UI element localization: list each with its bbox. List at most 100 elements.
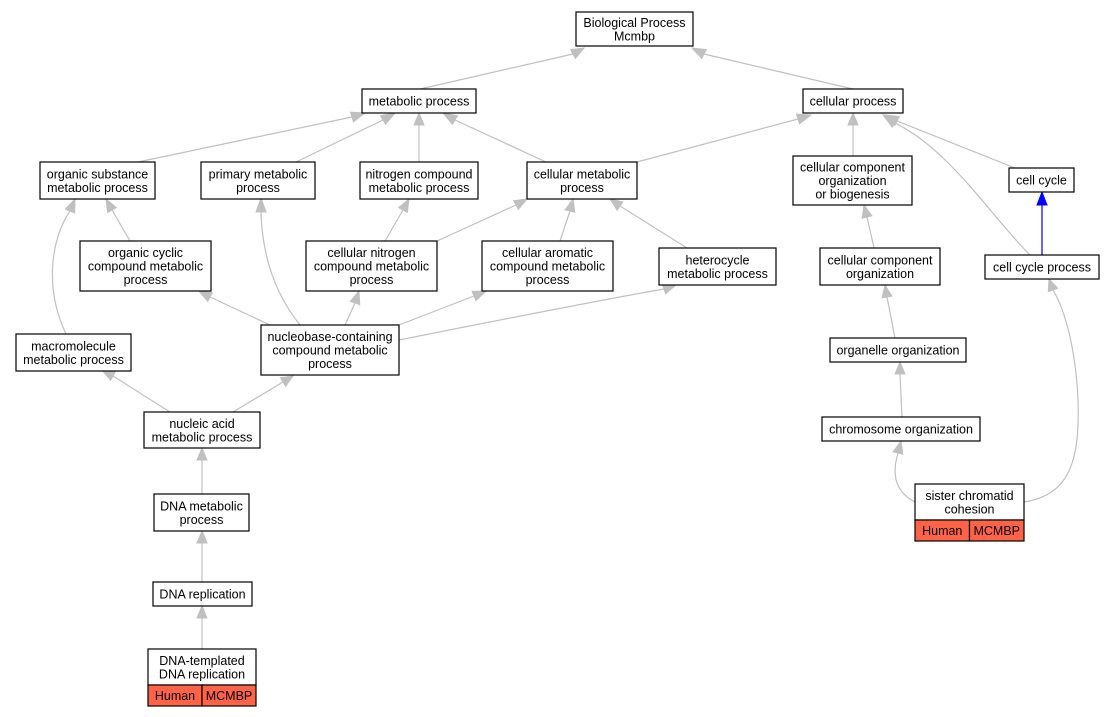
node-chromosome-organization-chromosome[interactable]: chromosome organization [821, 416, 981, 442]
node-label-line: metabolic process [369, 181, 470, 195]
edge-ccp-to-cellcycle [1036, 190, 1048, 255]
node-box [15, 333, 132, 372]
arrowhead [105, 197, 118, 214]
node-label-line: process [526, 273, 570, 287]
arrowhead [1047, 277, 1059, 293]
arrowhead [197, 290, 214, 303]
node-label-line: metabolic process [667, 267, 768, 281]
node-label-line: compound metabolic [88, 260, 203, 274]
edge-line [384, 209, 404, 242]
edge-line [559, 210, 571, 242]
edge-macro-to-orgsub [51, 197, 76, 335]
arrowhead [847, 111, 859, 126]
edge-nucleic-to-nucleobase [232, 375, 295, 413]
node-box [1008, 167, 1075, 193]
tag-mcmbp: MCMBP [206, 689, 253, 703]
node-label-line: nucleobase-containing [267, 330, 392, 344]
node-label-line: chromosome organization [829, 423, 973, 437]
node-box [481, 240, 614, 292]
node-label-line: metabolic process [47, 181, 148, 195]
edge-dnarep-to-dnamet [196, 529, 208, 582]
arrowhead [379, 112, 397, 126]
arrowhead [64, 197, 76, 214]
node-label-line: process [560, 181, 604, 195]
arrowhead [196, 446, 208, 461]
arrowhead [661, 283, 678, 295]
edge-line [398, 288, 665, 341]
edge-nucleobase-to-primary [255, 196, 301, 326]
edge-line [619, 205, 688, 249]
node-box [802, 88, 904, 114]
arrowhead [279, 375, 295, 388]
node-label-line: compound metabolic [490, 260, 605, 274]
node-box [984, 254, 1100, 280]
arrowhead [861, 203, 873, 219]
arrowhead [1036, 190, 1048, 206]
node-box [575, 11, 694, 47]
edge-line [894, 452, 916, 503]
edge-line [636, 118, 799, 163]
arrowhead [608, 198, 624, 211]
node-organelle-organization-organelle[interactable]: organelle organization [829, 337, 967, 363]
edge-nitrogen-to-metabolic [413, 111, 425, 162]
node-cellular-process-cellular[interactable]: cellular process [802, 88, 904, 114]
node-cell-cycle-process-ccp[interactable]: cell cycle process [984, 254, 1100, 280]
node-cell-cycle-cellcycle[interactable]: cell cycle [1008, 167, 1075, 193]
edge-line [209, 296, 271, 326]
edge-hetero-to-cellmet [608, 198, 688, 249]
node-label-line: DNA-templated [159, 654, 244, 668]
node-box [147, 648, 257, 686]
arrowhead [196, 604, 208, 619]
node-label-line: organic cyclic [108, 246, 183, 260]
node-label-line: cell cycle process [993, 261, 1091, 275]
tag-mcmbp: MCMBP [973, 524, 1020, 538]
node-label-line: sister chromatid [925, 489, 1013, 503]
node-label-line: metabolic process [152, 430, 253, 444]
edge-ccp-to-cellular [881, 114, 1031, 256]
edge-line [454, 119, 547, 163]
node-label-line: process [236, 181, 280, 195]
edge-dnatemp-to-dnarep [196, 604, 208, 649]
arrowhead [564, 197, 576, 213]
node-label-line: cohesion [944, 502, 994, 516]
node-label-line: process [350, 273, 394, 287]
node-metabolic-process-metabolic[interactable]: metabolic process [361, 88, 477, 114]
node-dna-replication-dnarep[interactable]: DNA replication [152, 581, 253, 607]
edge-line [232, 381, 284, 413]
node-label-line: process [180, 513, 224, 527]
node-label-line: compound metabolic [314, 260, 429, 274]
edge-cellmet-to-metabolic [441, 112, 547, 163]
edge-orgcyclic-to-orgsub [105, 197, 131, 242]
node-label-line: compound metabolic [272, 344, 387, 358]
node-box [829, 337, 967, 363]
edge-primary-to-metabolic [295, 112, 397, 163]
node-box [359, 161, 479, 200]
node-label-line: cellular metabolic [534, 167, 631, 181]
edge-line [112, 375, 171, 413]
tag-cell [968, 519, 1025, 542]
edge-line [899, 373, 903, 418]
edge-sister-to-chromosome [892, 439, 916, 503]
node-box [819, 247, 941, 286]
node-label-line: Biological Process [583, 16, 685, 30]
